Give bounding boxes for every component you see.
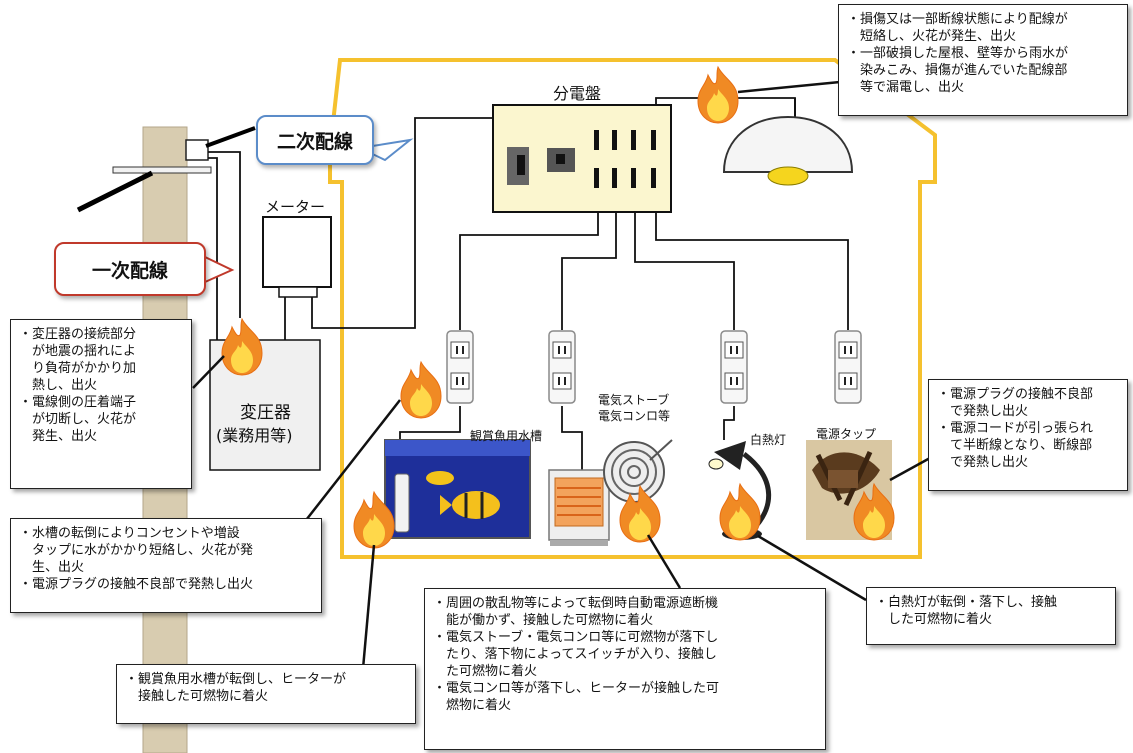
secondary-wiring-label: 二次配線 [276, 130, 353, 153]
stove-label: 電気ストーブ [598, 393, 670, 407]
transformer-label: 変圧器 [240, 403, 291, 423]
note-water-tank: ・水槽の転倒によりコンセントや増設 タップに水がかかり短絡し、火花が発 生、出火… [10, 518, 322, 613]
stove-sublabel: 電気コンロ等 [598, 409, 671, 423]
panel-label: 分電盤 [553, 84, 602, 103]
outlet-4 [834, 330, 862, 404]
note-aquarium-heater: ・観賞魚用水槽が転倒し、ヒーターが 接触した可燃物に着火 [116, 664, 416, 724]
note-roof-wiring: ・損傷又は一部断線状態により配線が 短絡し、火花が発生、出火 ・一部破損した屋根… [838, 4, 1128, 116]
outlet-2 [548, 330, 576, 404]
meter-label: メーター [265, 198, 326, 216]
primary-callout-tail [204, 255, 235, 284]
aquarium [384, 439, 531, 539]
outlet-1 [446, 330, 474, 404]
secondary-wiring-callout: 二次配線 [256, 115, 374, 165]
flame-icon-transformer [221, 318, 263, 376]
flame-icon-roof [697, 66, 739, 124]
note-stove: ・周囲の散乱物等によって転倒時自動電源遮断機 能が働かず、接触した可燃物に着火 … [424, 588, 826, 750]
primary-wiring-callout: 一次配線 [54, 242, 206, 296]
meter [262, 216, 332, 288]
primary-wiring-label: 一次配線 [91, 259, 168, 282]
lamp-label: 白熱灯 [750, 433, 787, 447]
electric-stove [548, 439, 673, 546]
transformer-sublabel: (業務用等) [216, 426, 293, 445]
note-outlet: ・電源プラグの接触不良部 で発熱し出火 ・電源コードが引っ張られ て半断線となり… [928, 379, 1128, 491]
aquarium-label: 観賞魚用水槽 [470, 429, 543, 443]
outlet-3 [720, 330, 748, 404]
note-transformer: ・変圧器の接続部分 が地震の揺れによ り負荷がかかり加 熱し、出火 ・電線側の圧… [10, 319, 192, 489]
note-lamp: ・白熱灯が転倒・落下し、接触 した可燃物に着火 [866, 587, 1116, 645]
flame-icon-outlet [400, 361, 442, 419]
flame-icon-lamp [719, 483, 761, 541]
power-strip-label: 電源タップ [816, 427, 877, 441]
ceiling-lamp [722, 98, 854, 186]
